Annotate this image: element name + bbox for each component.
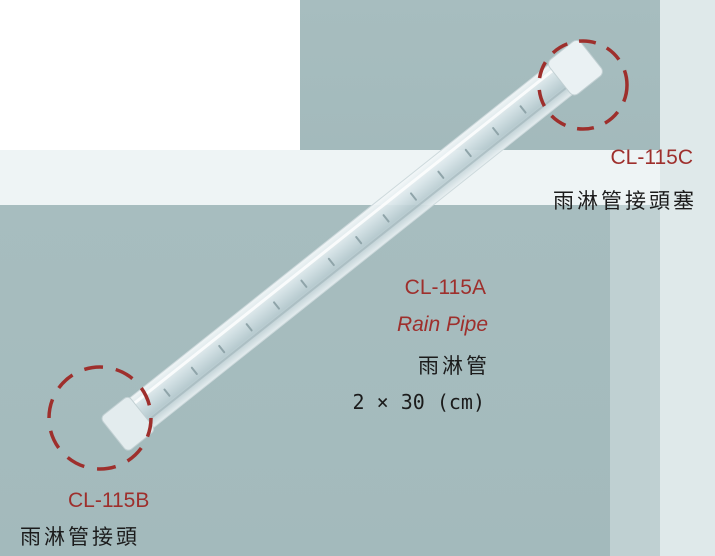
- pipe-highlight: [119, 58, 568, 416]
- product-code-b: CL-115B: [68, 489, 150, 512]
- product-code-a: CL-115A: [404, 276, 486, 299]
- pipe-shadow: [133, 75, 581, 433]
- pipe-holes: [163, 105, 527, 397]
- background-panel-bottom-edge: [610, 205, 660, 556]
- pipe-cap-right: [548, 39, 603, 96]
- product-name-c: 雨淋管接頭塞: [553, 189, 697, 213]
- dashed-circle-icon: [537, 39, 629, 131]
- product-size-a: 2 × 30 (cm): [352, 390, 485, 414]
- product-name-a: 雨淋管: [418, 354, 490, 378]
- rain-pipe-icon: [101, 39, 603, 451]
- dashed-circle-icon: [47, 365, 153, 471]
- pipe-joint-left: [101, 396, 155, 451]
- product-name-b: 雨淋管接頭: [20, 525, 140, 549]
- background-panel-right-edge: [660, 0, 715, 556]
- product-name-en-a: Rain Pipe: [396, 313, 488, 336]
- product-code-c: CL-115C: [610, 146, 693, 169]
